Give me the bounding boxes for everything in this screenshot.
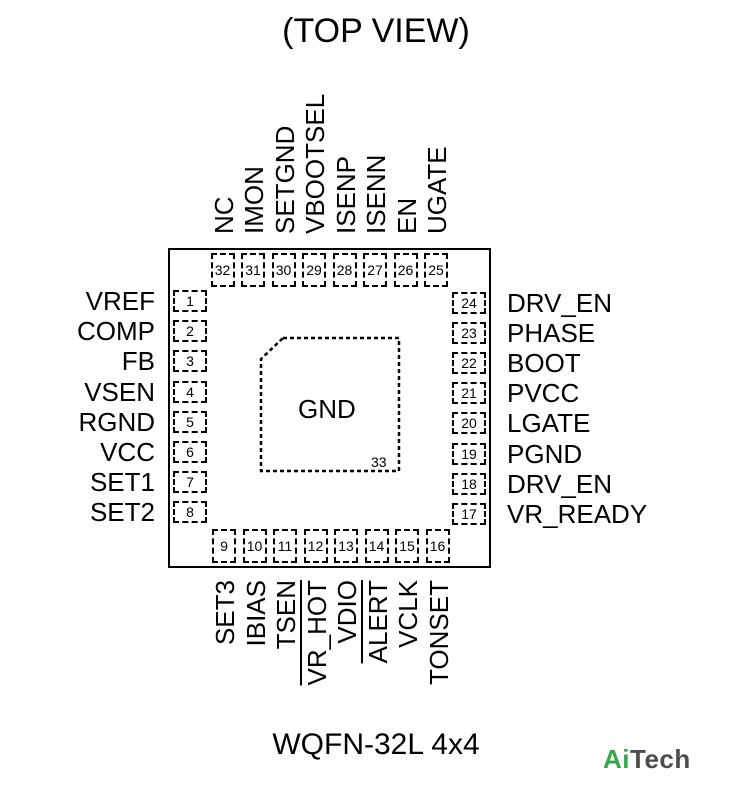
pin-box-21: 21 <box>452 382 486 405</box>
pin-name-17: VR_READY <box>507 499 648 529</box>
logo-ai: Ai <box>603 744 630 774</box>
pin-name-3: FB <box>121 346 155 377</box>
pin-box-28: 28 <box>332 253 357 287</box>
pin-name-5: RGND <box>78 406 155 437</box>
pin-name-6: VCC <box>100 437 155 467</box>
pin-box-29: 29 <box>302 253 326 287</box>
pin-name-22: BOOT <box>507 348 581 378</box>
pin-name-8: SET2 <box>89 497 155 528</box>
pin-box-9: 9 <box>212 529 236 563</box>
package-name: WQFN-32L 4x4 <box>272 728 480 761</box>
pin-box-14: 14 <box>364 529 389 563</box>
pin-box-11: 11 <box>273 529 297 563</box>
pin-box-32: 32 <box>210 253 235 287</box>
pin-box-22: 22 <box>452 352 486 374</box>
pin-box-25: 25 <box>424 253 448 287</box>
pin-box-1: 1 <box>173 290 207 312</box>
pin-box-7: 7 <box>173 471 207 494</box>
pin-name-32: NC <box>208 196 239 234</box>
pin-name-29: VBOOTSEL <box>300 93 330 234</box>
pin-name-12: VR_HOT <box>301 580 332 686</box>
pin-name-2: COMP <box>77 316 155 347</box>
pin-box-27: 27 <box>363 253 387 287</box>
center-pad-number: 33 <box>371 454 387 470</box>
pin-name-24: DRV_EN <box>507 287 613 318</box>
pin-name-11: TSEN <box>271 580 301 650</box>
package-outline <box>168 248 491 568</box>
pin-name-16: TONSET <box>423 580 454 685</box>
pin-box-13: 13 <box>334 529 358 563</box>
pin-box-5: 5 <box>173 410 207 433</box>
pin-box-12: 12 <box>303 529 328 563</box>
pin-name-14: ALERT <box>362 580 393 664</box>
diagram-title: (TOP VIEW) <box>282 12 470 50</box>
center-pad-label: GND <box>298 394 356 424</box>
pin-name-20: LGATE <box>507 408 591 439</box>
pin-name-10: IBIAS <box>240 580 271 647</box>
aitech-logo: AiTech <box>603 744 691 775</box>
pin-name-25: UGATE <box>422 146 452 234</box>
pin-name-4: VSEN <box>84 376 155 407</box>
pin-box-17: 17 <box>452 503 486 525</box>
pin-name-13: VDIO <box>332 580 362 644</box>
logo-tech: Tech <box>630 744 691 774</box>
pin-name-18: DRV_EN <box>507 468 613 499</box>
pin-name-30: SETGND <box>269 125 300 234</box>
pin-box-2: 2 <box>173 320 207 343</box>
pin-name-28: ISENP <box>330 155 361 234</box>
pin-name-31: IMON <box>239 166 269 234</box>
pin-box-16: 16 <box>425 529 450 563</box>
pin-box-8: 8 <box>173 501 207 524</box>
pin-name-7: SET1 <box>89 467 155 498</box>
pin-name-9: SET3 <box>210 580 240 646</box>
pin-box-31: 31 <box>241 253 265 287</box>
pin-name-23: PHASE <box>507 317 596 348</box>
pin-box-3: 3 <box>173 350 207 373</box>
pin-name-26: EN <box>391 197 422 234</box>
pin-box-18: 18 <box>452 472 486 495</box>
pin-name-19: PGND <box>507 438 583 469</box>
pin-box-10: 10 <box>242 529 267 563</box>
pin-box-23: 23 <box>452 321 486 344</box>
pin-box-4: 4 <box>173 380 207 403</box>
pin-name-21: PVCC <box>507 378 580 409</box>
pin-name-27: ISENN <box>361 154 391 234</box>
pin-box-24: 24 <box>452 291 486 314</box>
pin-box-19: 19 <box>452 442 486 465</box>
pin-box-6: 6 <box>173 441 207 463</box>
pin-name-1: VREF <box>85 286 155 316</box>
pin-box-26: 26 <box>393 253 418 287</box>
pin-box-15: 15 <box>395 529 419 563</box>
pin-box-30: 30 <box>271 253 296 287</box>
pin-box-20: 20 <box>452 412 486 435</box>
pin-name-15: VCLK <box>393 580 423 648</box>
